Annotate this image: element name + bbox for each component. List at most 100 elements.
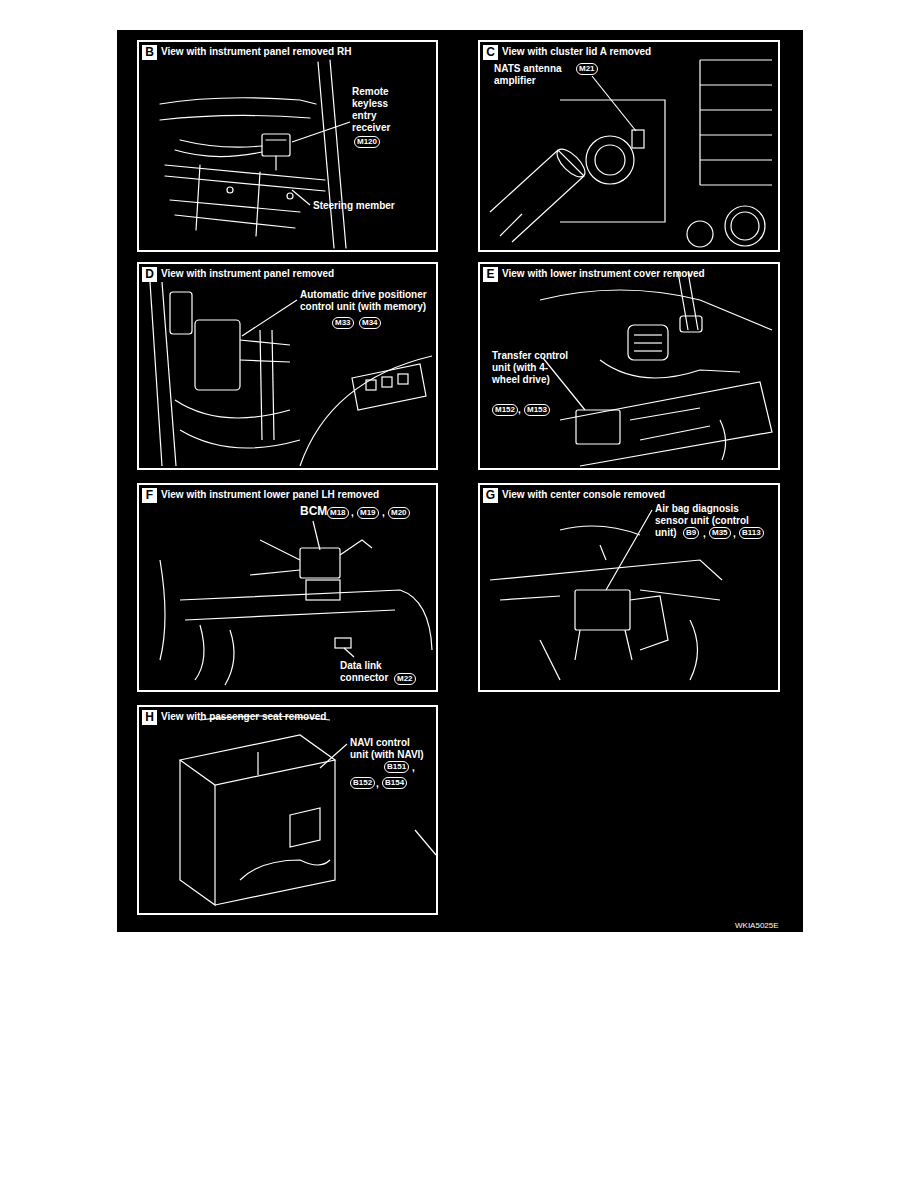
connector-badge: B9 xyxy=(683,527,699,539)
sketch-c xyxy=(595,145,625,175)
sketch-g xyxy=(575,590,630,630)
sketch-f xyxy=(335,638,351,648)
sketch-e xyxy=(634,350,662,351)
part-label: NATS antenna amplifier xyxy=(494,63,574,87)
sketch-h xyxy=(215,760,335,905)
sketch-b xyxy=(227,187,233,193)
connector-badge: M19 xyxy=(357,507,379,519)
sketch-c xyxy=(586,136,634,184)
sketch-h xyxy=(240,860,330,880)
leader-line xyxy=(242,300,297,336)
sketch-c xyxy=(500,214,522,236)
connector-number: B151 xyxy=(387,762,406,772)
view-title: View with instrument lower panel LH remo… xyxy=(161,489,379,501)
part-label: , xyxy=(703,528,706,540)
sketch-e xyxy=(630,408,700,420)
sketch-e xyxy=(634,334,662,335)
sketch-d xyxy=(272,330,274,440)
connector-badge: M22 xyxy=(394,673,416,685)
sketch-c xyxy=(700,184,772,185)
view-panel: View with center console removedGB9M35B1… xyxy=(478,483,780,692)
sketch-f xyxy=(160,540,432,685)
sketch-d xyxy=(240,360,290,362)
connector-number: B154 xyxy=(385,778,404,788)
connector-number: B9 xyxy=(686,528,696,538)
part-label: , xyxy=(518,404,521,416)
sketch-g xyxy=(490,526,722,680)
connector-badge: B154 xyxy=(382,777,407,789)
sketch-f xyxy=(260,540,300,560)
sketch-e xyxy=(576,410,620,444)
sketch-b xyxy=(318,62,334,248)
view-letter-box: F xyxy=(142,488,157,503)
sketch-h xyxy=(257,752,258,775)
sketch-f xyxy=(180,590,432,650)
part-label: Data link connector xyxy=(340,660,392,684)
connector-number: M153 xyxy=(527,405,547,415)
connector-number: M18 xyxy=(330,508,346,518)
view-letter-box: C xyxy=(483,45,498,60)
sketch-h xyxy=(180,735,335,785)
sketch-e xyxy=(720,420,726,460)
leader-line xyxy=(292,122,350,142)
part-label: Remote keyless entry receiver xyxy=(352,86,407,134)
view-letter: C xyxy=(484,46,497,59)
connector-number: M22 xyxy=(397,674,413,684)
part-label: NAVI control unit (with NAVI) xyxy=(350,737,426,761)
sketch-c xyxy=(490,60,772,247)
sketch-f xyxy=(185,610,395,620)
leader-line xyxy=(592,76,636,131)
sketch-c xyxy=(731,212,759,240)
part-label: , xyxy=(412,762,415,774)
connector-badge: M18 xyxy=(327,507,349,519)
connector-badge: M35 xyxy=(709,527,731,539)
part-label: Transfer control unit (with 4-wheel driv… xyxy=(492,350,570,386)
view-letter-box: D xyxy=(142,267,157,282)
sketch-b xyxy=(287,193,293,199)
sketch-e xyxy=(540,272,772,466)
sketch-c xyxy=(700,59,772,60)
sketch-d xyxy=(366,380,376,390)
sketch-d xyxy=(260,330,262,440)
leader-line xyxy=(344,648,354,657)
connector-number: M35 xyxy=(712,528,728,538)
sketch-b xyxy=(175,150,262,157)
part-label: , xyxy=(351,507,354,519)
sketch-g xyxy=(625,630,632,660)
part-label: Automatic drive positioner control unit … xyxy=(300,289,435,313)
sketch-c xyxy=(687,221,713,247)
view-letter: H xyxy=(143,711,156,724)
sketch-f xyxy=(306,580,340,600)
connector-number: M34 xyxy=(362,318,378,328)
sketch-b xyxy=(196,165,200,230)
sketch-c xyxy=(700,109,772,110)
sketch-e xyxy=(600,360,740,378)
view-title: View with center console removed xyxy=(502,489,665,501)
sketch-b xyxy=(165,176,325,191)
connector-badge: M21 xyxy=(576,63,598,75)
sketch-b xyxy=(160,98,316,104)
sketch-c xyxy=(700,159,772,160)
sketch-b xyxy=(160,115,310,120)
connector-badge: M120 xyxy=(354,136,380,148)
sketch-f xyxy=(195,625,204,680)
sketch-h xyxy=(415,830,436,855)
sketch-b xyxy=(266,139,286,140)
view-letter-box: H xyxy=(142,710,157,725)
sketch-g xyxy=(490,560,722,580)
figure-code: WKIA5025E xyxy=(735,921,779,931)
sketch-d xyxy=(240,340,290,345)
sketch-e xyxy=(560,382,772,466)
view-letter: F xyxy=(143,489,156,502)
sketch-d xyxy=(180,430,300,448)
view-letter: D xyxy=(143,268,156,281)
connector-badge: M153 xyxy=(524,404,550,416)
connector-badge: M33 xyxy=(332,317,354,329)
sketch-f xyxy=(340,540,372,555)
sketch-f xyxy=(160,560,165,660)
leader-line xyxy=(242,76,652,768)
part-label: , xyxy=(382,507,385,519)
connector-number: M33 xyxy=(335,318,351,328)
view-title: View with instrument panel removed xyxy=(161,268,334,280)
